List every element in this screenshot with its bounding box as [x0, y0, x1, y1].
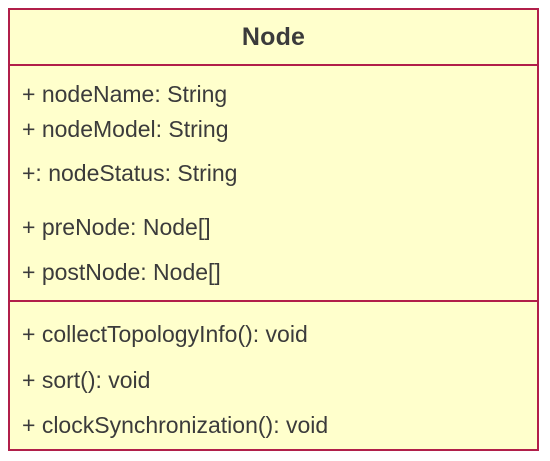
- attribute-node-status: +: nodeStatus: String: [22, 160, 238, 186]
- method-sort: + sort(): void: [22, 367, 151, 393]
- attribute-node-name: + nodeName: String: [22, 81, 228, 107]
- attribute-pre-node: + preNode: Node[]: [22, 214, 211, 240]
- attribute-post-node: + postNode: Node[]: [22, 259, 221, 285]
- methods-section: + collectTopologyInfo(): void + sort(): …: [10, 302, 537, 449]
- method-clock-synchronization: + clockSynchronization(): void: [22, 412, 329, 438]
- uml-class-box: Node + nodeName: String + nodeModel: Str…: [8, 8, 539, 451]
- attributes-section: + nodeName: String + nodeModel: String +…: [10, 66, 537, 302]
- class-name: Node: [241, 22, 306, 51]
- class-header: Node: [10, 10, 537, 66]
- method-collect-topology-info: + collectTopologyInfo(): void: [22, 321, 308, 347]
- attribute-node-model: + nodeModel: String: [22, 116, 229, 142]
